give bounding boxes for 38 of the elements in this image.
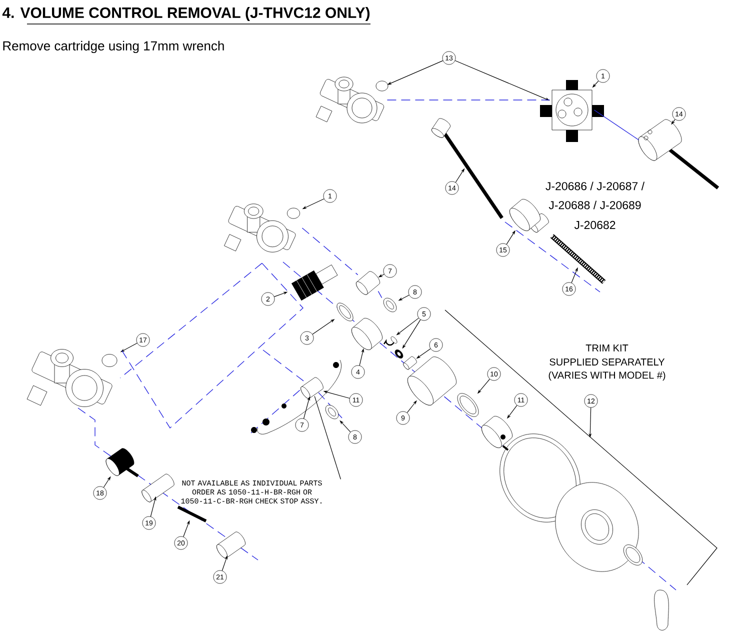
bracket-line (444, 310, 718, 586)
part-drawing (142, 474, 174, 502)
part-drawing (383, 298, 397, 312)
part-drawing (638, 119, 720, 190)
part-drawing (403, 356, 417, 370)
part-drawing (356, 271, 380, 295)
part-drawing (291, 264, 338, 301)
centerline (302, 228, 358, 276)
part-drawing (216, 532, 246, 558)
part-drawing (509, 199, 549, 233)
model-number: J-20682 (574, 220, 616, 230)
part-drawing (431, 118, 504, 219)
leader-line (314, 396, 341, 480)
part-drawing (177, 506, 207, 522)
trim-kit-note: (VARIES WITH MODEL #) (548, 371, 666, 381)
part-drawing (224, 204, 300, 252)
part-drawing (300, 377, 324, 399)
part-drawing (394, 350, 404, 358)
trim-kit-note: SUPPLIED SEPARATELY (550, 358, 665, 366)
centerline (378, 290, 382, 298)
part-drawing (316, 76, 388, 124)
model-number: J-20688 / J-20689 (548, 200, 641, 210)
part-drawing (408, 356, 456, 406)
centerline (594, 110, 640, 140)
part-drawing (336, 302, 354, 322)
part-drawing (106, 448, 139, 478)
part-drawing (351, 318, 383, 350)
title: 4. VOLUME CONTROL REMOVAL (J-THVC12 ONLY) (2, 7, 371, 24)
centerline (120, 262, 304, 429)
part-drawing (540, 80, 604, 142)
trim-kit-note: TRIM KIT (586, 344, 628, 352)
part-drawing (384, 336, 398, 346)
instruction-text: Remove cartridge using 17mm wrench (3, 40, 224, 54)
part-drawing (26, 349, 118, 407)
centerline (120, 262, 262, 378)
model-number: J-20686 / J-20687 / (546, 182, 645, 190)
part-drawing (550, 234, 606, 284)
part-drawing (325, 404, 339, 420)
